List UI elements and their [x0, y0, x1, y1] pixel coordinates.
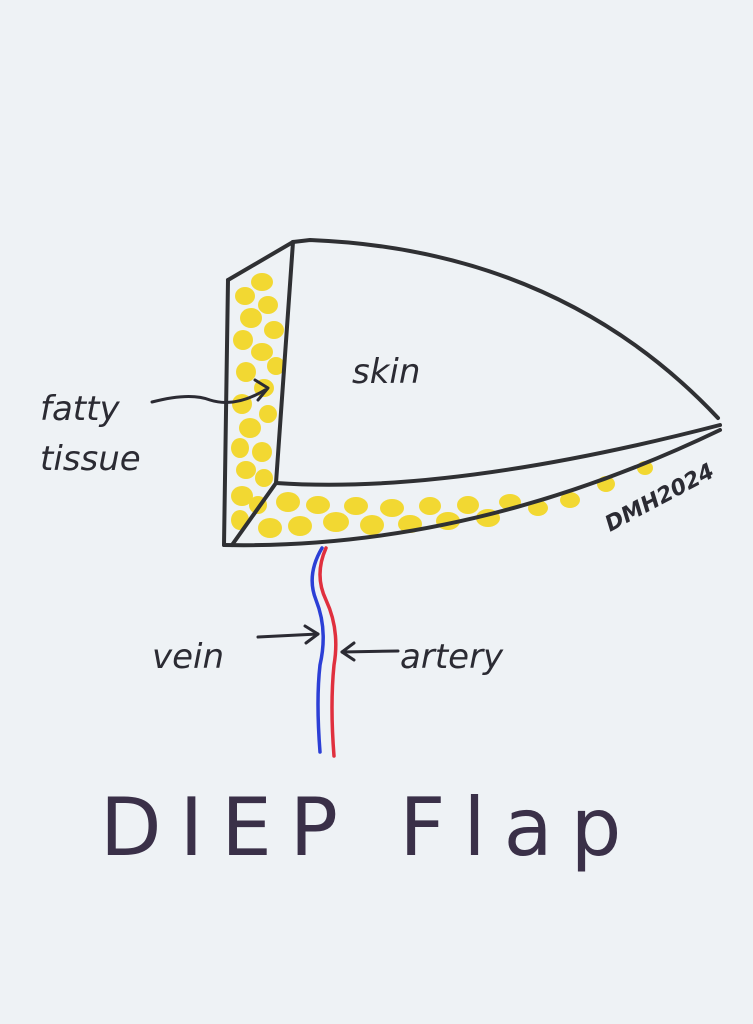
fatty-tissue-label-line1: fatty [40, 389, 120, 429]
fatty-tissue-arrowhead [253, 378, 270, 402]
vein-label: vein [152, 637, 224, 677]
diagram-title: DIEP Flap [100, 781, 639, 874]
skin-lower-edge [274, 423, 722, 487]
skin-inner-edge [274, 240, 295, 485]
artery-arrowhead [340, 641, 356, 662]
artist-signature: DMH2024 [601, 459, 719, 537]
fat-corner-crease [230, 481, 278, 547]
fatty-tissue-arrow [150, 388, 267, 404]
artery-label: artery [400, 637, 504, 677]
fatty-tissue-label-line2: tissue [40, 439, 141, 479]
fat-top-edge [226, 240, 295, 282]
artery-vessel [318, 546, 338, 758]
vein-vessel [310, 546, 325, 754]
flap-outline [222, 238, 722, 548]
vein-arrowhead [303, 624, 320, 645]
artery-arrow [340, 649, 400, 654]
fat-globules-left [231, 273, 285, 530]
vein-arrow [256, 632, 320, 639]
skin-label: skin [352, 352, 420, 392]
fat-bottom-edge [222, 428, 722, 548]
label-arrows [150, 378, 400, 662]
skin-top-edge [291, 238, 720, 420]
fat-globules-bottom [258, 461, 653, 538]
fat-left-edge [222, 278, 230, 547]
